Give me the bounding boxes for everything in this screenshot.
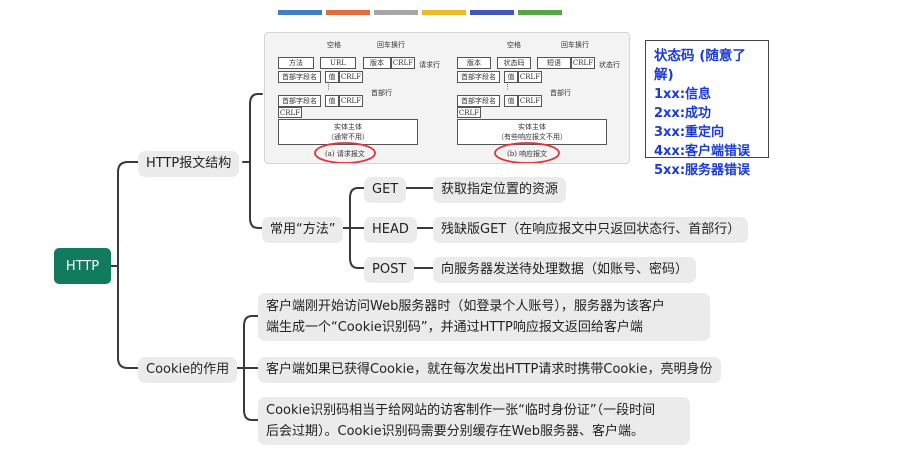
resp-header-field-2: 首部字段名	[457, 95, 500, 107]
status-text-1xx: 信息	[685, 87, 712, 102]
color-bar-6	[518, 10, 562, 15]
req-method-cell: 方法	[278, 57, 314, 69]
cookie-item-2[interactable]: 客户端如果已获得Cookie，就在每次发出HTTP请求时携带Cookie，亮明身…	[258, 357, 721, 383]
status-text-2xx: 成功	[685, 106, 712, 121]
status-code-box: 状态码 (随意了解) 1xx:信息 2xx:成功 3xx:重定向 4xx:客户端…	[645, 40, 769, 178]
branch-cookie-label: Cookie的作用	[146, 362, 230, 377]
req-version-cell: 版本	[363, 57, 391, 69]
cookie-item-2-text: 客户端如果已获得Cookie，就在每次发出HTTP请求时携带Cookie，亮明身…	[266, 362, 713, 377]
resp-header-value-1: 值	[504, 71, 518, 83]
req-header-field-2: 首部字段名	[278, 95, 321, 107]
method-head[interactable]: HEAD	[364, 217, 417, 243]
method-head-name: HEAD	[372, 222, 409, 237]
cookie-item-1-line1: 客户端刚开始访问Web服务器时（如登录个人账号），服务器为该客户	[266, 299, 665, 314]
method-get[interactable]: GET	[364, 177, 407, 203]
resp-version-cell: 版本	[457, 57, 491, 69]
req-caption-circle	[314, 142, 376, 163]
cookie-item-1[interactable]: 客户端刚开始访问Web服务器时（如登录个人账号），服务器为该客户 端生成一个“C…	[258, 293, 710, 341]
method-head-desc[interactable]: 残缺版GET（在响应报文中只返回状态行、首部行）	[433, 217, 749, 243]
status-code-title: 状态码 (随意了解)	[654, 48, 746, 83]
color-bar-4	[422, 10, 466, 15]
status-text-3xx: 重定向	[685, 125, 725, 140]
req-body-title: 实体主体	[334, 123, 362, 131]
resp-body: 实体主体 （有些响应报文不用）	[457, 119, 607, 145]
resp-header-ellipsis: ⋮	[504, 83, 511, 91]
cookie-item-1-line2: 端生成一个“Cookie识别码”，并通过HTTP响应报文返回给客户端	[266, 320, 643, 335]
method-get-desc[interactable]: 获取指定位置的资源	[433, 177, 567, 203]
method-post[interactable]: POST	[364, 257, 415, 283]
req-header-label: 首部行	[371, 89, 392, 97]
branch-methods[interactable]: 常用“方法”	[262, 217, 344, 243]
req-body: 实体主体 （通常不用）	[278, 119, 418, 145]
resp-header-crlf-1: CRLF	[518, 71, 542, 83]
status-code-5xx: 5xx:	[654, 163, 686, 178]
status-row-2xx: 2xx:成功	[654, 104, 760, 123]
cookie-item-3[interactable]: Cookie识别码相当于给网站的访客制作一张“临时身份证”（一段时间 后会过期）…	[258, 397, 690, 445]
req-header-value-1: 值	[325, 71, 339, 83]
red-circle-annotations	[314, 142, 560, 163]
status-code-4xx: 4xx:	[654, 144, 686, 159]
cookie-item-3-line1: Cookie识别码相当于给网站的访客制作一张“临时身份证”（一段时间	[266, 403, 656, 418]
req-crlf-cell: CRLF	[391, 57, 415, 69]
resp-space-label: 空格	[507, 41, 521, 49]
root-node[interactable]: HTTP	[54, 248, 111, 284]
resp-status-code-cell: 状态码	[497, 57, 531, 69]
resp-phrase-cell: 短语	[537, 57, 571, 69]
req-header-ellipsis: ⋮	[325, 83, 332, 91]
root-label: HTTP	[65, 258, 100, 274]
resp-body-title: 实体主体	[518, 123, 546, 131]
req-caption: (a) 请求报文	[325, 150, 365, 158]
color-bar-1	[278, 10, 322, 15]
status-code-2xx: 2xx:	[654, 106, 686, 121]
resp-header-field-1: 首部字段名	[457, 71, 500, 83]
resp-body-note: （有些响应报文不用）	[497, 133, 567, 141]
resp-empty-crlf: CRLF	[457, 107, 481, 118]
method-post-desc[interactable]: 向服务器发送待处理数据（如账号、密码）	[433, 257, 697, 283]
branch-http-structure[interactable]: HTTP报文结构	[138, 151, 240, 177]
resp-crlf-cell: CRLF	[571, 57, 595, 69]
req-empty-crlf: CRLF	[278, 107, 302, 118]
req-url-cell: URL	[320, 57, 356, 69]
resp-caption: (b) 响应报文	[507, 150, 548, 158]
http-message-figure: 空格 回车换行 方法 URL 版本 CRLF 请求行 首部字段名 值 CRLF …	[264, 32, 630, 164]
status-row-3xx: 3xx:重定向	[654, 123, 760, 142]
status-code-3xx: 3xx:	[654, 125, 686, 140]
req-header-crlf-2: CRLF	[339, 95, 363, 107]
color-bar-2	[326, 10, 370, 15]
resp-header-label: 首部行	[550, 89, 571, 97]
branch-http-structure-label: HTTP报文结构	[146, 156, 232, 171]
resp-row1-label: 状态行	[599, 61, 620, 69]
method-post-name: POST	[372, 262, 407, 277]
status-row-1xx: 1xx:信息	[654, 85, 760, 104]
color-bar-5	[470, 10, 514, 15]
status-row-4xx: 4xx:客户端错误	[654, 142, 760, 161]
method-get-name: GET	[372, 182, 399, 197]
branch-methods-label: 常用“方法”	[270, 222, 336, 237]
resp-crlf-top-label: 回车换行	[561, 41, 589, 49]
method-get-desc-text: 获取指定位置的资源	[441, 182, 559, 197]
method-head-desc-text: 残缺版GET（在响应报文中只返回状态行、首部行）	[441, 222, 741, 237]
cookie-item-3-line2: 后会过期）。Cookie识别码需要分别缓存在Web服务器、客户端。	[266, 424, 644, 439]
resp-caption-circle	[494, 142, 560, 163]
req-row1-label: 请求行	[419, 61, 440, 69]
branch-cookie[interactable]: Cookie的作用	[138, 357, 238, 383]
status-text-5xx: 服务器错误	[685, 163, 751, 178]
method-post-desc-text: 向服务器发送待处理数据（如账号、密码）	[441, 262, 689, 277]
resp-header-value-2: 值	[504, 95, 518, 107]
req-body-note: （通常不用）	[327, 133, 369, 141]
req-space-label: 空格	[327, 41, 341, 49]
status-text-4xx: 客户端错误	[685, 144, 751, 159]
req-crlf-top-label: 回车换行	[377, 41, 405, 49]
req-header-crlf-1: CRLF	[339, 71, 363, 83]
status-row-5xx: 5xx:服务器错误	[654, 161, 760, 180]
status-code-1xx: 1xx:	[654, 87, 686, 102]
color-bar-3	[374, 10, 418, 15]
req-header-value-2: 值	[325, 95, 339, 107]
req-header-field-1: 首部字段名	[278, 71, 321, 83]
resp-header-crlf-2: CRLF	[518, 95, 542, 107]
